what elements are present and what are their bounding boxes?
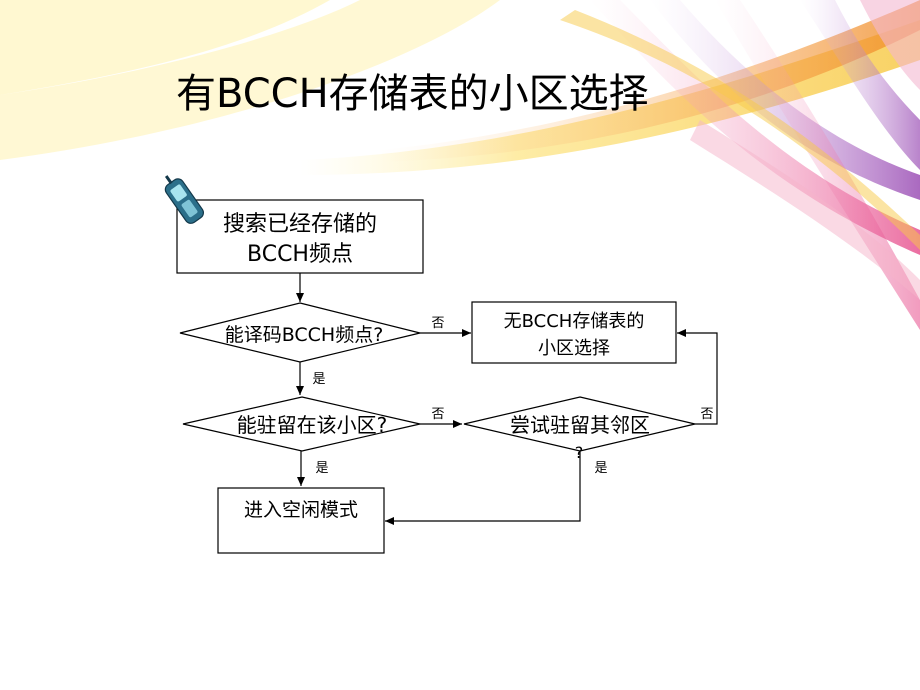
mobile-phone-icon bbox=[164, 175, 205, 224]
neighbor-decision-q: ? bbox=[575, 443, 584, 462]
decode-decision-text: 能译码BCCH频点? bbox=[225, 324, 384, 346]
decode-bcch-decision: 能译码BCCH频点? bbox=[179, 302, 421, 363]
arrow-neighbor-yes bbox=[385, 451, 581, 525]
no-bcch-box-line1: 无BCCH存储表的 bbox=[504, 311, 645, 332]
neighbor-cell-decision: 尝试驻留其邻区 ? bbox=[463, 396, 696, 462]
arrow-neighbor-no bbox=[677, 329, 718, 425]
label-camp-yes: 是 bbox=[315, 461, 328, 476]
label-decode-no: 否 bbox=[431, 316, 444, 331]
label-neighbor-no: 否 bbox=[700, 407, 713, 422]
search-stored-bcch-box: 搜索已经存储的 BCCH频点 bbox=[176, 199, 424, 274]
camp-cell-decision: 能驻留在该小区? bbox=[182, 396, 421, 452]
idle-box-text: 进入空闲模式 bbox=[244, 499, 358, 521]
neighbor-decision-text: 尝试驻留其邻区 bbox=[510, 413, 650, 437]
search-box-line1: 搜索已经存储的 bbox=[223, 212, 377, 237]
camp-decision-text: 能驻留在该小区? bbox=[237, 413, 388, 437]
no-bcch-box-line2: 小区选择 bbox=[538, 338, 610, 359]
no-bcch-selection-box: 无BCCH存储表的 小区选择 bbox=[471, 301, 677, 364]
search-box-line2: BCCH频点 bbox=[247, 242, 353, 267]
label-decode-yes: 是 bbox=[312, 372, 325, 387]
slide-title: 有BCCH存储表的小区选择 bbox=[176, 71, 649, 117]
label-camp-no: 否 bbox=[431, 407, 444, 422]
idle-mode-box: 进入空闲模式 bbox=[217, 487, 385, 554]
label-neighbor-yes: 是 bbox=[594, 461, 607, 476]
